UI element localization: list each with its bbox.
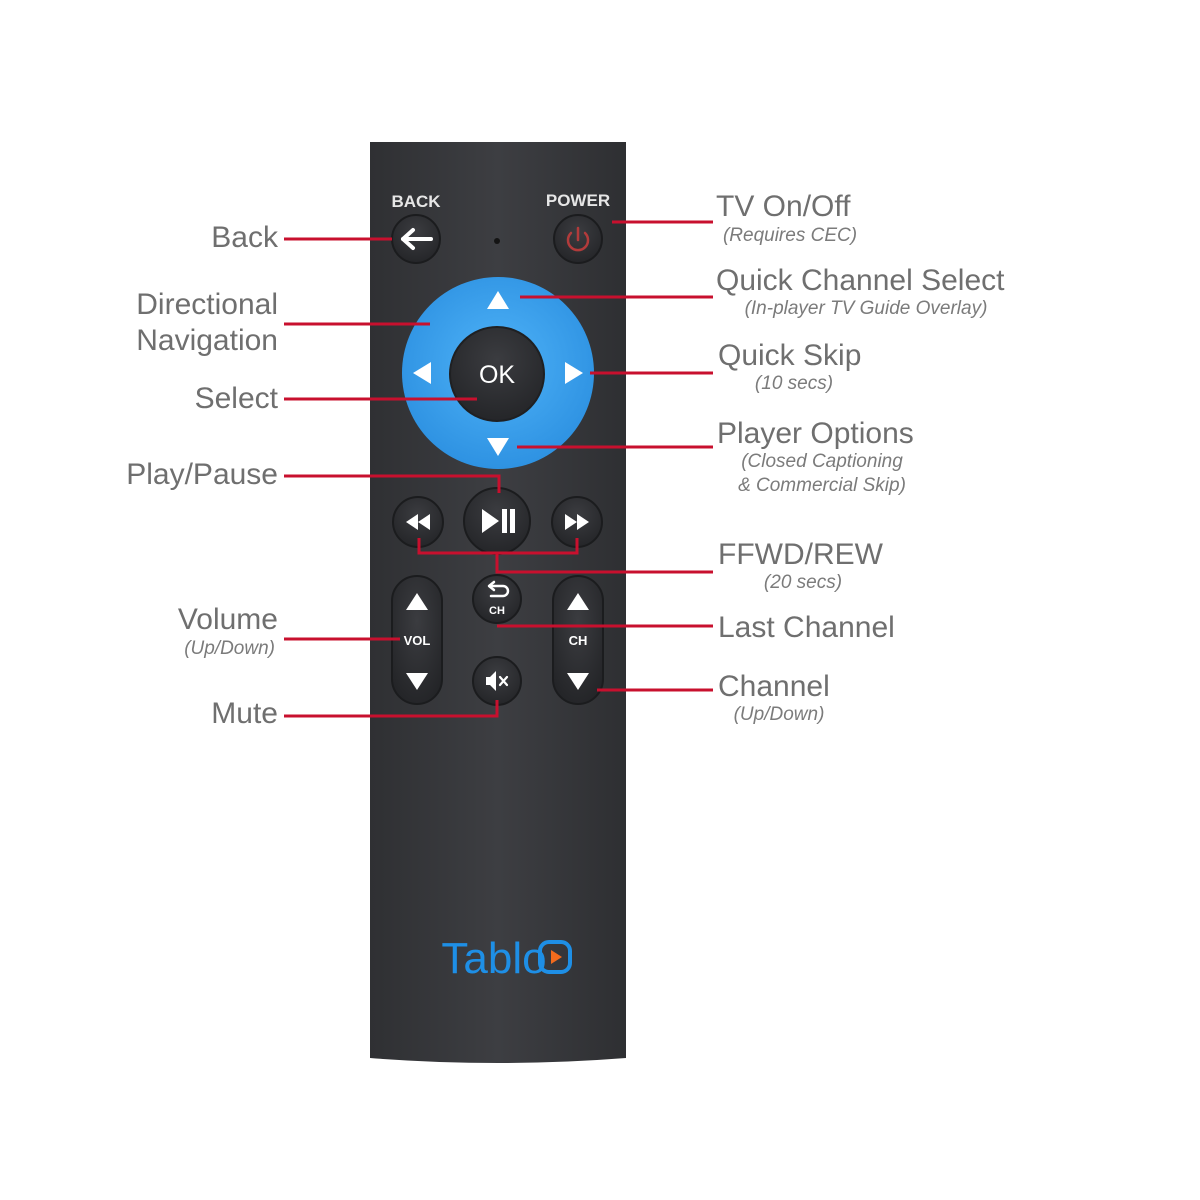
- play-pause-button[interactable]: [463, 487, 531, 555]
- volume-down-icon[interactable]: [406, 673, 428, 690]
- volume-rocker[interactable]: VOL: [391, 575, 443, 705]
- tv-onoff-label: TV On/Off: [716, 190, 851, 223]
- fast-forward-button[interactable]: [551, 496, 603, 548]
- channel-label: Channel: [718, 670, 830, 703]
- nav-right-icon[interactable]: [565, 362, 583, 384]
- back-label: Back: [211, 221, 278, 254]
- directional-label-line2: Navigation: [136, 324, 278, 357]
- channel-note: (Up/Down): [733, 704, 825, 725]
- channel-up-icon[interactable]: [567, 593, 589, 610]
- svg-text:Tablo: Tablo: [441, 934, 546, 983]
- vol-key-label: VOL: [404, 633, 431, 648]
- last-channel-label: Last Channel: [718, 611, 895, 644]
- ffwd-rew-note: (20 secs): [763, 572, 843, 593]
- ok-key-label: OK: [479, 361, 515, 389]
- power-button[interactable]: [553, 214, 603, 264]
- return-arrow-icon: [487, 580, 510, 598]
- channel-rocker[interactable]: CH: [552, 575, 604, 705]
- player-options-note-line2: & Commercial Skip): [738, 475, 906, 496]
- rewind-icon: [406, 514, 430, 530]
- nav-down-icon[interactable]: [487, 438, 509, 456]
- ok-button[interactable]: OK: [449, 326, 545, 422]
- nav-up-icon[interactable]: [487, 291, 509, 309]
- player-options-note-line1: (Closed Captioning: [741, 451, 903, 472]
- volume-note: (Up/Down): [184, 638, 275, 659]
- tablo-logo: Tablo: [441, 934, 572, 983]
- power-icon: [566, 226, 590, 252]
- last-ch-key-label: CH: [489, 605, 505, 617]
- tv-onoff-note: (Requires CEC): [722, 225, 858, 246]
- arrow-left-icon: [401, 228, 433, 250]
- mute-icon: [486, 671, 509, 691]
- back-key-label: BACK: [391, 192, 441, 211]
- play-pause-icon: [482, 509, 515, 533]
- mute-label: Mute: [211, 697, 278, 730]
- channel-down-icon[interactable]: [567, 673, 589, 690]
- select-label: Select: [194, 382, 278, 415]
- nav-left-icon[interactable]: [413, 362, 431, 384]
- callout-lines: [284, 220, 713, 718]
- ir-indicator: [494, 238, 500, 244]
- play-pause-label: Play/Pause: [126, 458, 278, 491]
- ch-key-label: CH: [569, 633, 588, 648]
- directional-label-line1: Directional: [136, 288, 278, 321]
- ffwd-rew-label: FFWD/REW: [718, 538, 883, 571]
- mute-callout-line: [284, 700, 499, 718]
- quick-channel-note: (In-player TV Guide Overlay): [744, 298, 988, 319]
- quick-skip-note: (10 secs): [754, 373, 834, 394]
- volume-up-icon[interactable]: [406, 593, 428, 610]
- quick-channel-label: Quick Channel Select: [716, 264, 1005, 297]
- player-options-label: Player Options: [717, 417, 914, 450]
- quick-skip-label: Quick Skip: [718, 339, 862, 372]
- fast-forward-icon: [565, 514, 589, 530]
- power-key-label: POWER: [546, 191, 610, 210]
- ffwd-rew-callout-line: [417, 538, 713, 574]
- play-pause-callout-line: [284, 474, 501, 493]
- back-button[interactable]: [391, 214, 441, 264]
- volume-label: Volume: [177, 603, 278, 636]
- mute-button[interactable]: [472, 656, 522, 706]
- last-channel-button[interactable]: CH: [472, 574, 522, 624]
